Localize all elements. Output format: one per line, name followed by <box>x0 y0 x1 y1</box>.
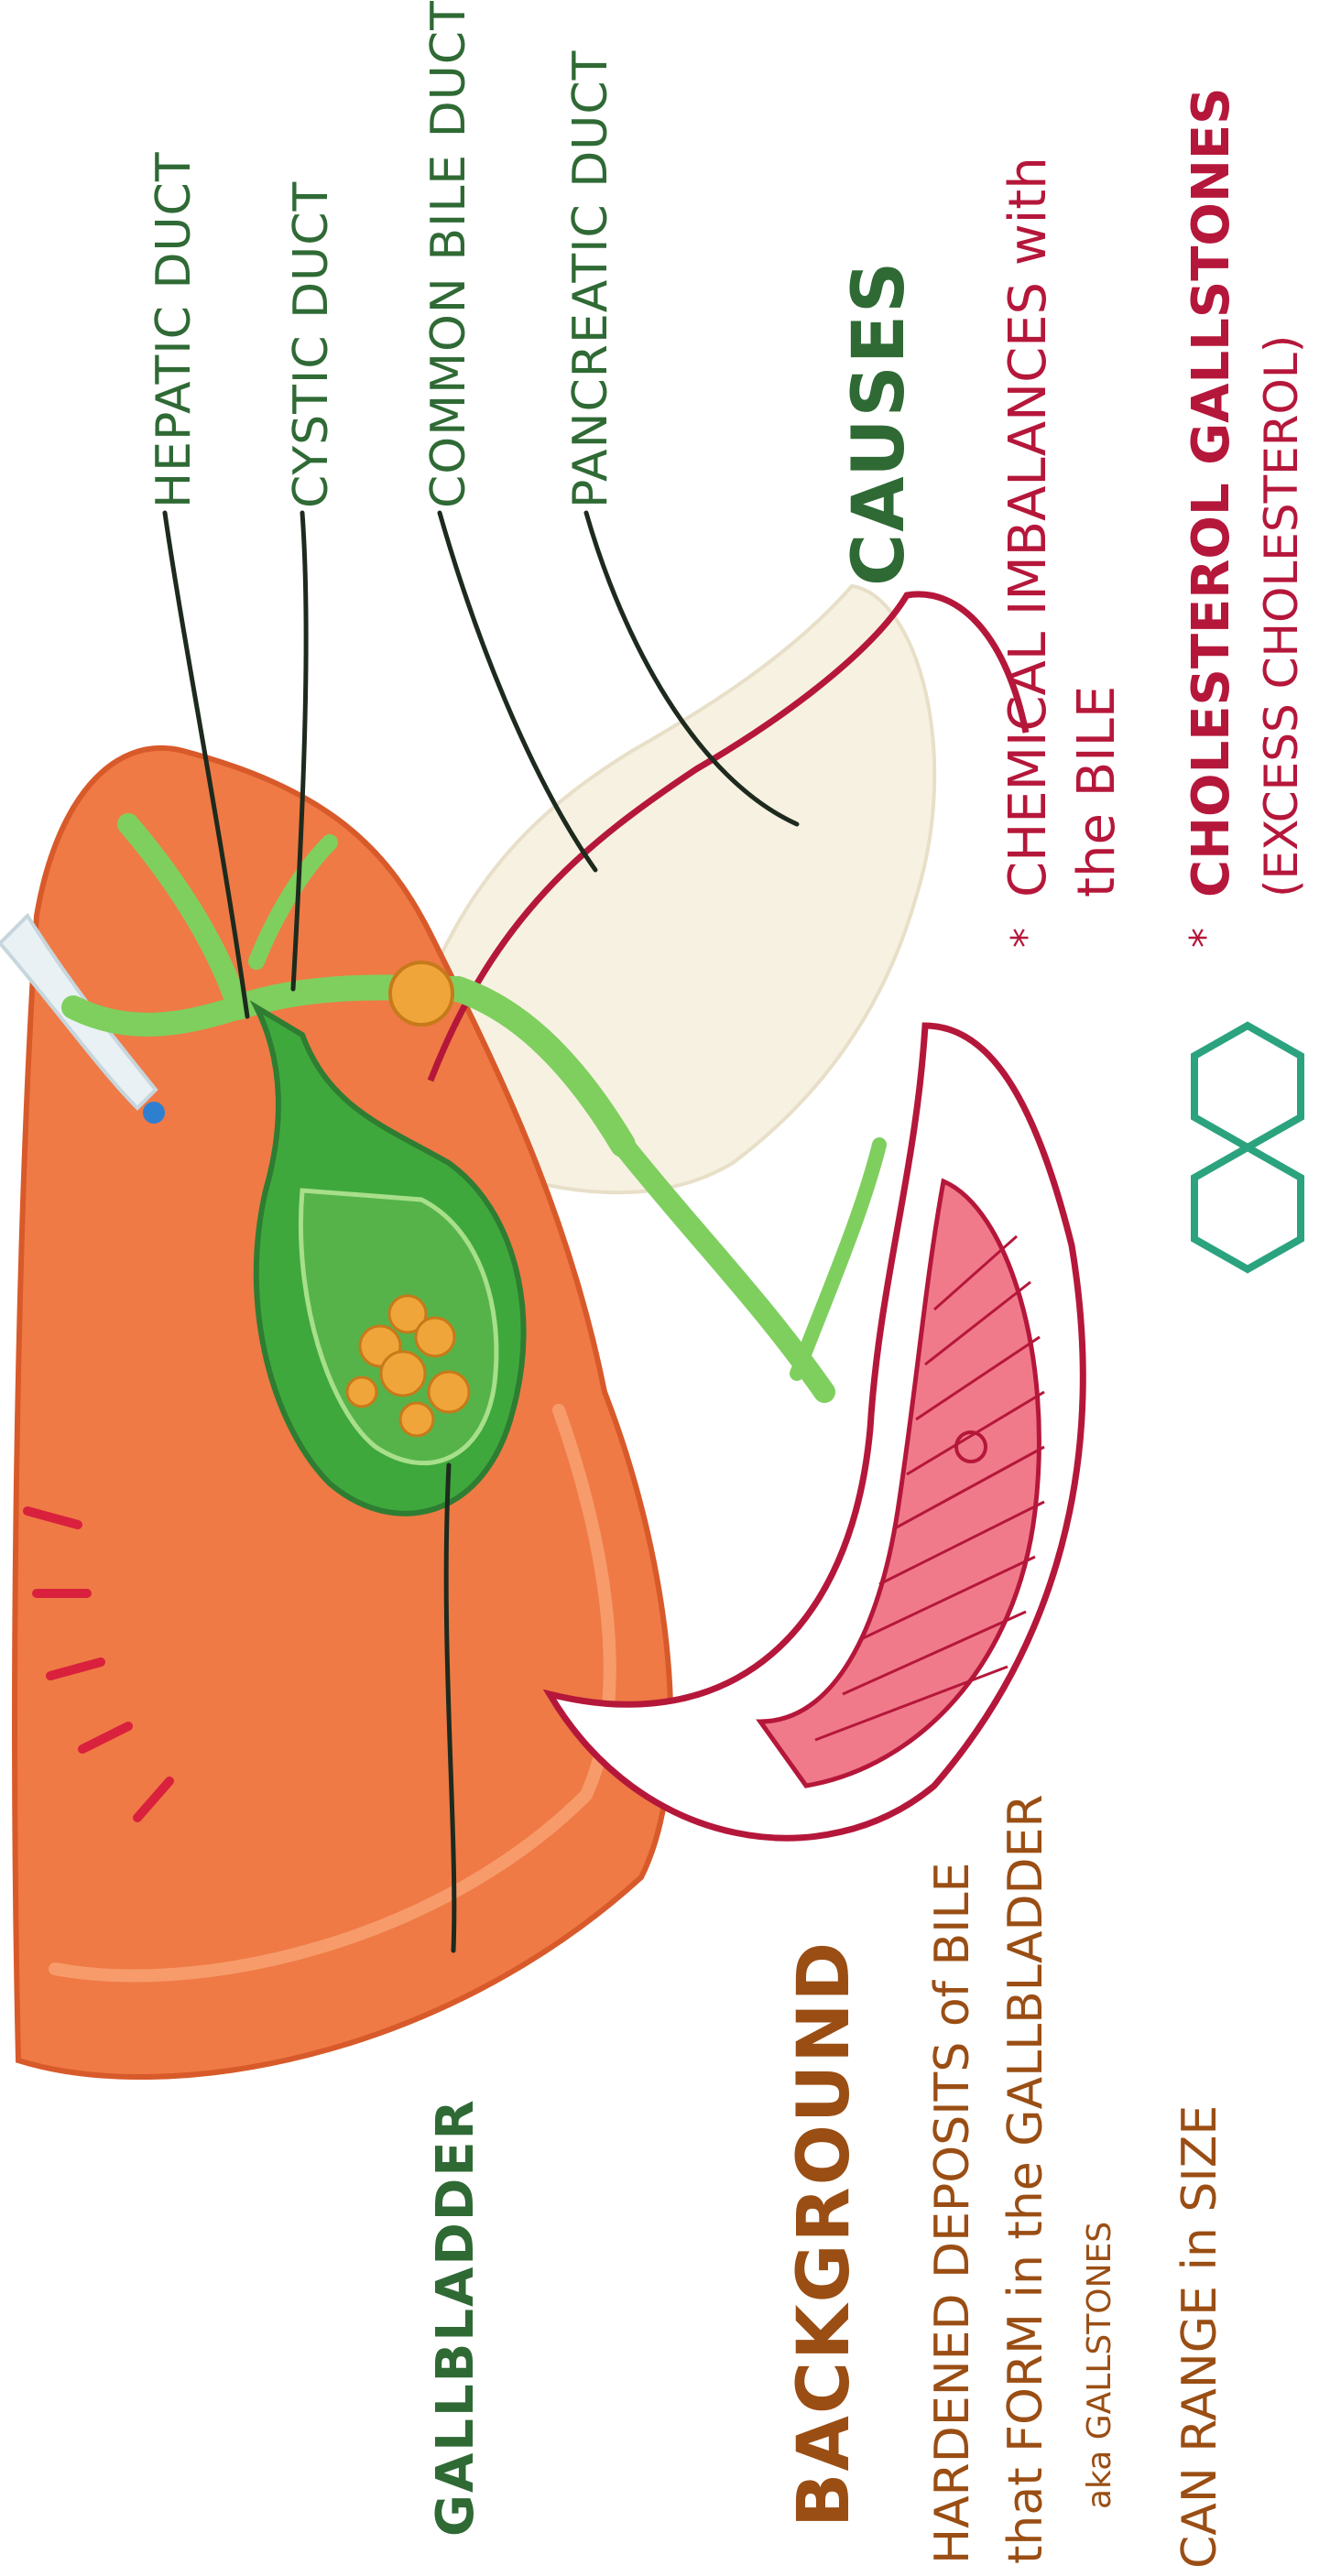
cholesterol-hexagons <box>1194 1026 1301 1269</box>
gallbladder-label: GALLBLADDER <box>426 2098 485 2537</box>
background-line-4: CAN RANGE in SIZE <box>1172 2105 1227 2569</box>
vessel-dot <box>143 1102 165 1124</box>
background-line-2: that FORM in the GALLBLADDER <box>998 1794 1053 2564</box>
duct-stone <box>390 962 452 1025</box>
background-line-3: aka GALLSTONES <box>1081 2222 1118 2509</box>
causes-bullet-1: * <box>1003 928 1050 948</box>
causes-heading: CAUSES <box>838 260 921 586</box>
pancreatic-duct-label: PANCREATIC DUCT <box>563 50 618 508</box>
causes-bullet-2: * <box>1182 928 1228 948</box>
causes-item-2-line-1: CHOLESTEROL GALLSTONES <box>1182 88 1241 897</box>
cystic-duct-label: CYSTIC DUCT <box>284 181 339 508</box>
common-bile-duct-label: COMMON BILE DUCT <box>421 0 476 508</box>
causes-item-1-line-2: the BILE <box>1067 686 1127 897</box>
background-line-1: HARDENED DEPOSITS of BILE <box>925 1863 980 2564</box>
background-heading: BACKGROUND <box>783 1940 866 2527</box>
causes-item-2-line-2: (EXCESS CHOLESTEROL) <box>1255 335 1308 897</box>
causes-item-1-line-1: CHEMICAL IMBALANCES with <box>998 157 1058 897</box>
hepatic-duct-label: HEPATIC DUCT <box>147 151 202 508</box>
